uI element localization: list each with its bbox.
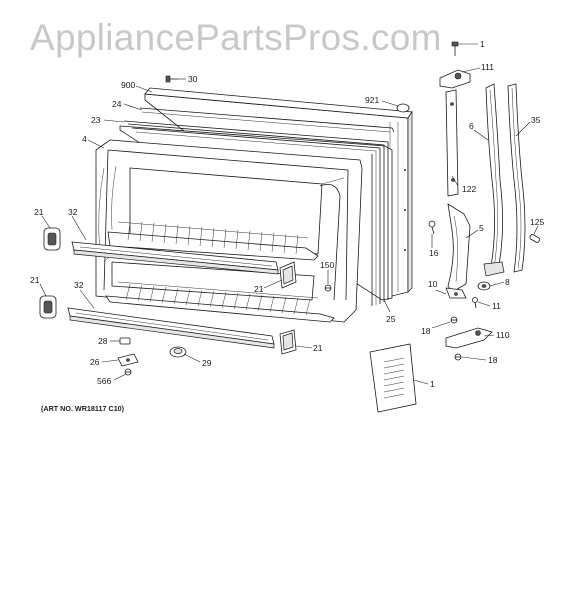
callout-28: 28 bbox=[98, 336, 108, 346]
handle-bracket-122 bbox=[445, 89, 459, 197]
callout-21-left-top: 21 bbox=[34, 207, 44, 217]
callout-4: 4 bbox=[82, 134, 87, 144]
shelf-end-cap-mid bbox=[279, 261, 297, 289]
callout-21-left-bottom: 21 bbox=[30, 275, 40, 285]
bottom-hinge-110 bbox=[445, 327, 493, 349]
stop-28 bbox=[119, 337, 131, 345]
callout-10: 10 bbox=[428, 279, 438, 289]
door-trim bbox=[139, 107, 395, 133]
callout-11: 11 bbox=[492, 301, 501, 311]
callout-29: 29 bbox=[202, 358, 212, 368]
callout-110: 110 bbox=[496, 330, 510, 340]
watermark-text: AppliancePartsPros.com bbox=[30, 17, 442, 58]
callout-24: 24 bbox=[112, 99, 122, 109]
door-liner bbox=[95, 139, 363, 323]
shelf-end-cap-bottom bbox=[279, 329, 297, 355]
screw-150 bbox=[324, 284, 332, 292]
callout-32-bottom: 32 bbox=[74, 280, 84, 290]
callout-1-manual: 1 bbox=[430, 379, 435, 389]
screw-18-right bbox=[454, 353, 462, 361]
screw-566 bbox=[124, 368, 132, 376]
owners-manual bbox=[369, 343, 417, 413]
shelf-end-cap-left-top bbox=[43, 227, 61, 251]
callout-18-left: 18 bbox=[421, 326, 431, 336]
callout-8: 8 bbox=[505, 277, 510, 287]
callout-21-mid: 21 bbox=[254, 284, 264, 294]
handle-end-cap-5 bbox=[447, 203, 471, 293]
pin-125 bbox=[529, 234, 540, 243]
leader-lines bbox=[39, 43, 539, 385]
callout-125: 125 bbox=[530, 217, 544, 227]
screw-top-right bbox=[451, 41, 459, 56]
clip-26 bbox=[117, 353, 139, 367]
callout-122: 122 bbox=[462, 184, 476, 194]
callout-32-top: 32 bbox=[68, 207, 78, 217]
callout-labels: 1 111 30 900 921 24 23 4 6 35 122 21 32 … bbox=[30, 39, 544, 389]
screw-16 bbox=[428, 220, 436, 235]
handle-6 bbox=[483, 83, 505, 277]
callout-566: 566 bbox=[97, 376, 111, 386]
handle-35 bbox=[507, 83, 526, 273]
art-number: (ART NO. WR18117 C10) bbox=[41, 404, 125, 413]
callout-921: 921 bbox=[365, 95, 379, 105]
button-29 bbox=[169, 346, 187, 358]
callout-26: 26 bbox=[90, 357, 100, 367]
callout-150: 150 bbox=[320, 260, 334, 270]
callout-5: 5 bbox=[479, 223, 484, 233]
bracket-10 bbox=[445, 287, 467, 299]
top-hinge-111 bbox=[439, 69, 471, 89]
shelf-bar-lower bbox=[67, 307, 275, 349]
screw-30 bbox=[165, 75, 178, 83]
callout-900: 900 bbox=[121, 80, 135, 90]
lower-shelf-ribs bbox=[117, 281, 319, 316]
callout-30: 30 bbox=[188, 74, 198, 84]
bushing-8 bbox=[477, 281, 491, 291]
callout-1-top: 1 bbox=[480, 39, 485, 49]
callout-23: 23 bbox=[91, 115, 101, 125]
callout-6: 6 bbox=[469, 121, 474, 131]
plug-button bbox=[396, 103, 410, 113]
callout-25: 25 bbox=[386, 314, 396, 324]
upper-shelf-ribs bbox=[117, 221, 309, 255]
screw-11 bbox=[472, 297, 478, 309]
screw-18-left bbox=[450, 316, 458, 324]
callout-16: 16 bbox=[429, 248, 439, 258]
callout-35: 35 bbox=[531, 115, 541, 125]
shelf-bar-upper bbox=[71, 241, 279, 275]
callout-21-bottom: 21 bbox=[313, 343, 323, 353]
callout-111: 111 bbox=[481, 62, 494, 72]
shelf-end-cap-left-bottom bbox=[39, 295, 57, 319]
callout-18-right: 18 bbox=[488, 355, 498, 365]
